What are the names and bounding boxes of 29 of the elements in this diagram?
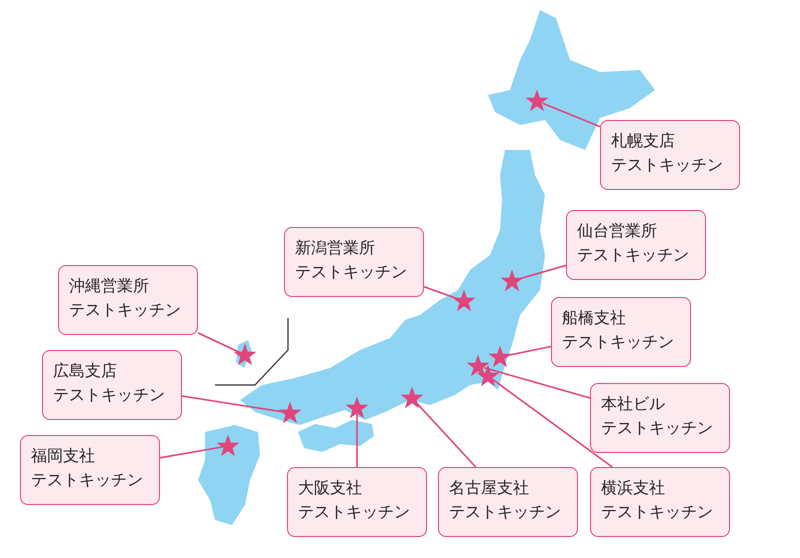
star-marker — [278, 401, 302, 425]
star-marker — [466, 354, 490, 378]
label-box: 新潟営業所 テストキッチン — [284, 227, 424, 297]
label-box: 名古屋支社 テストキッチン — [438, 467, 578, 537]
label-box: 本社ビル テストキッチン — [590, 383, 730, 453]
star-marker — [525, 89, 549, 113]
leader-line — [424, 286, 459, 300]
star-marker — [233, 343, 257, 367]
star-marker — [476, 364, 500, 388]
leader-line — [198, 332, 240, 354]
label-box: 船橋支社 テストキッチン — [551, 297, 691, 367]
star-marker — [500, 269, 524, 293]
label-box: 広島支店 テストキッチン — [42, 350, 182, 420]
leader-line — [484, 366, 590, 399]
leader-line — [160, 446, 222, 459]
label-box: 札幌支店 テストキッチン — [600, 120, 740, 190]
star-marker — [216, 434, 240, 458]
label-box: 仙台営業所 テストキッチン — [566, 210, 706, 280]
star-marker — [400, 386, 424, 410]
star-marker — [488, 345, 512, 369]
label-box: 大阪支社 テストキッチン — [287, 467, 427, 537]
star-marker — [452, 289, 476, 313]
label-box: 福岡支社 テストキッチン — [20, 435, 160, 505]
label-box: 沖縄営業所 テストキッチン — [58, 265, 198, 335]
leader-line — [492, 378, 613, 468]
star-marker — [345, 396, 369, 420]
label-box: 横浜支社 テストキッチン — [590, 467, 730, 537]
leader-line — [416, 402, 476, 468]
leader-line — [182, 395, 284, 413]
